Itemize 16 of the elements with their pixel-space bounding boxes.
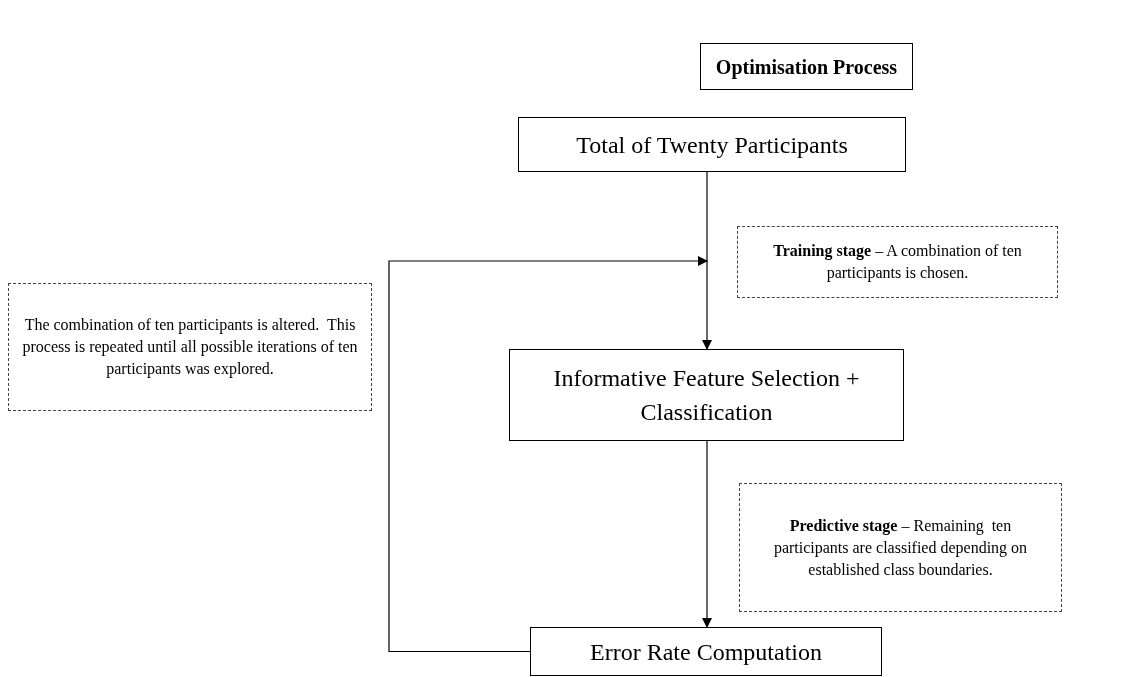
note-text: Predictive stage – Remaining ten participants are classified depending on established class boundaries.	[772, 515, 1029, 580]
step-label: Informative Feature Selection + Classification	[552, 364, 861, 427]
process-box	[509, 349, 904, 441]
title-box: Optimisation Process	[700, 43, 913, 90]
note-box	[737, 226, 1058, 298]
step-label: Error Rate Computation	[590, 637, 822, 667]
process-box	[530, 627, 882, 676]
arrow	[388, 256, 708, 653]
arrow	[702, 171, 712, 350]
note-box	[739, 483, 1062, 612]
step-label: Total of Twenty Participants	[576, 130, 848, 160]
note-text: Training stage – A combination of ten participants is chosen.	[772, 241, 1023, 284]
arrow	[702, 440, 712, 628]
note-box	[8, 283, 372, 411]
process-box	[518, 117, 906, 172]
note-text: The combination of ten participants is altered. This process is repeated until all possible iterations of ten participants was explored.	[21, 315, 359, 380]
